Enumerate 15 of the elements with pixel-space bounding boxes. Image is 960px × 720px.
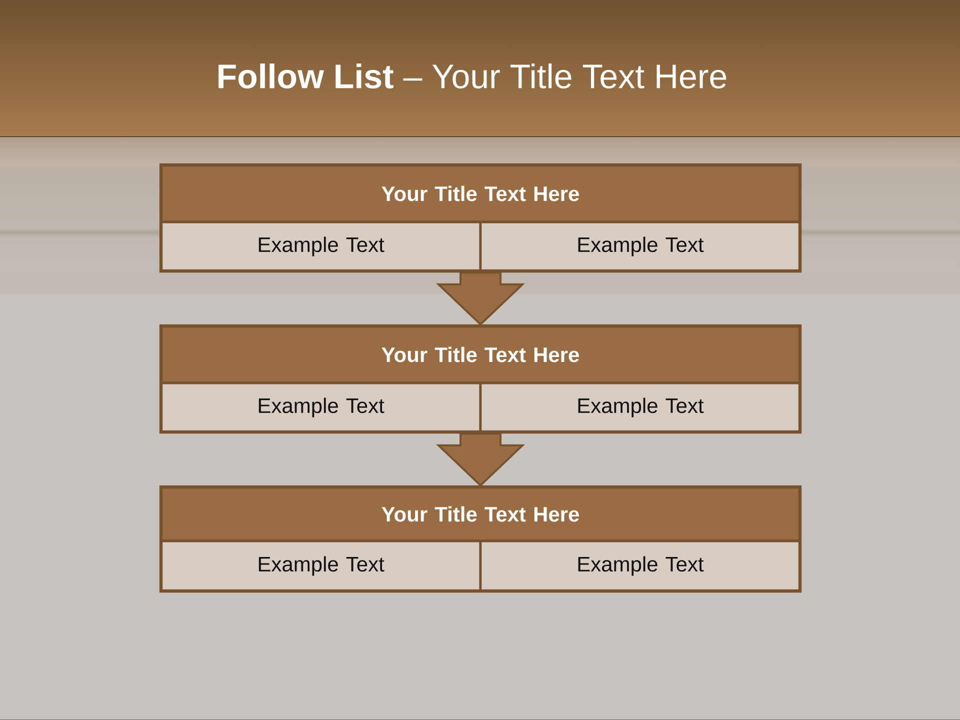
table-frame [159,163,802,273]
table-header: Your Title Text Here [160,486,802,542]
table-frame [159,485,802,593]
table-cell: Example Text [479,540,802,592]
down-arrow [436,272,525,326]
table-cell: Example Text [160,540,482,592]
table-cell: Example Text [479,382,802,434]
table-cell: Example Text [160,382,482,434]
table-cell: Example Text [160,220,482,272]
slide-title: Follow List – Your Title Text Here [218,64,726,88]
table-frame [159,324,802,434]
down-arrow [436,432,525,487]
table-cell: Example Text [479,220,802,272]
table-header: Your Title Text Here [160,324,802,384]
table-header: Your Title Text Here [160,164,802,224]
